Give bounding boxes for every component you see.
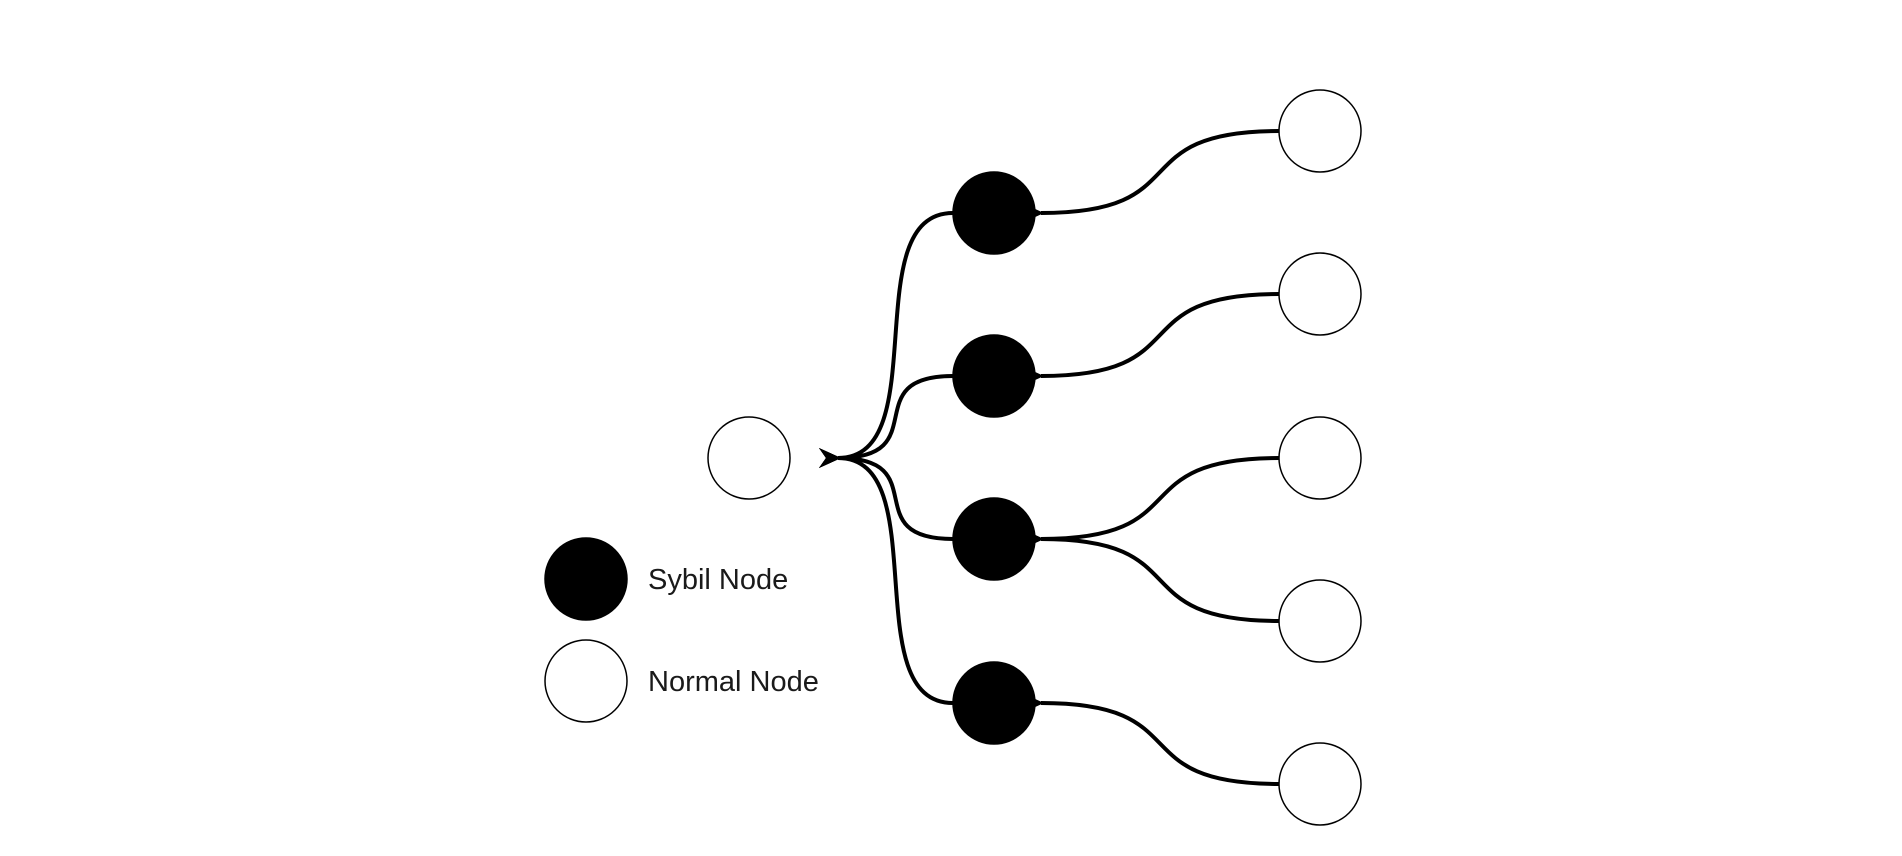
normal-node-n3: [1278, 416, 1362, 500]
normal-node-n1: [1278, 89, 1362, 173]
edge-s3-to-target: [818, 447, 954, 541]
edge-n3-to-s3: [1021, 456, 1280, 550]
edge-s1-to-target: [818, 211, 954, 469]
edge-n2-to-s2: [1021, 292, 1280, 387]
legend: Sybil Node Normal Node: [544, 537, 819, 723]
edge-n4-to-s3: [1021, 528, 1280, 623]
edge-n1-to-s1: [1021, 129, 1280, 224]
legend-normal-swatch: [544, 639, 628, 723]
sybil-node-s1: [952, 171, 1036, 255]
edge-n5-to-s4: [1021, 692, 1280, 786]
edges: [818, 129, 1280, 786]
legend-sybil-swatch: [544, 537, 628, 621]
sybil-node-s4: [952, 661, 1036, 745]
normal-node-target: [707, 416, 791, 500]
sybil-node-s2: [952, 334, 1036, 418]
normal-node-n2: [1278, 252, 1362, 336]
nodes: [707, 89, 1362, 826]
sybil-node-s3: [952, 497, 1036, 581]
edge-s2-to-target: [818, 374, 954, 469]
normal-node-n4: [1278, 579, 1362, 663]
edge-s4-to-target: [818, 447, 954, 705]
legend-sybil-label: Sybil Node: [648, 564, 788, 596]
legend-normal-label: Normal Node: [648, 666, 819, 698]
normal-node-n5: [1278, 742, 1362, 826]
